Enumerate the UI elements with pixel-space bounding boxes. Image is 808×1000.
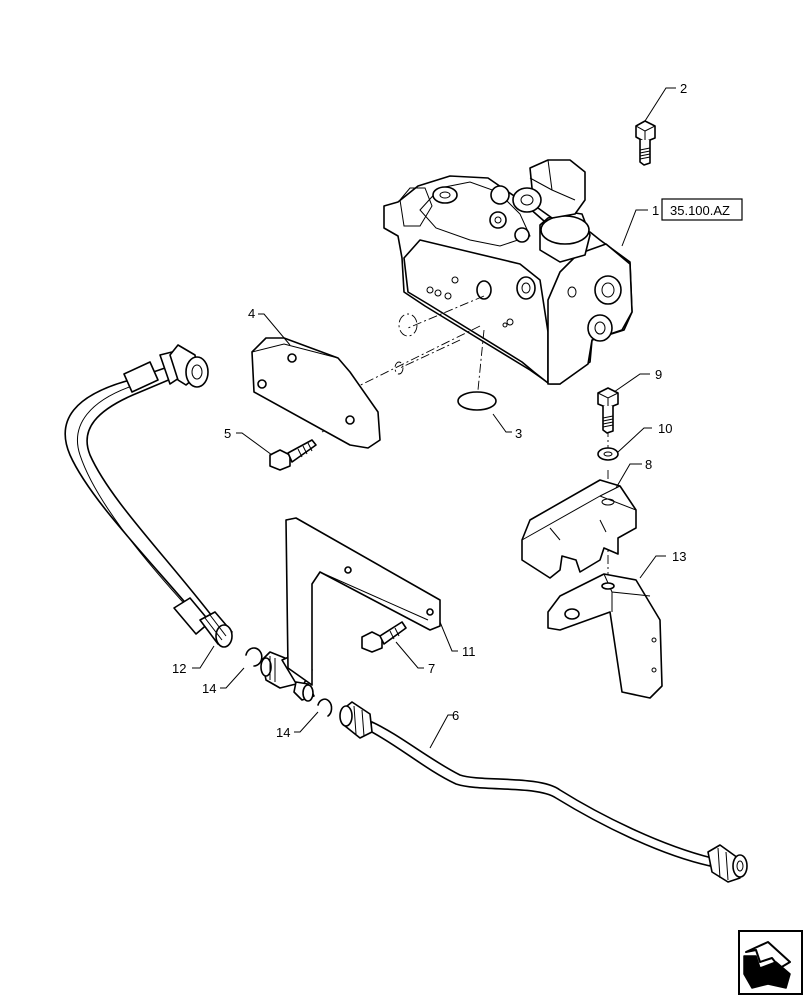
section-reference-label: 35.100.AZ bbox=[670, 203, 730, 218]
bracket-11 bbox=[285, 517, 441, 686]
callout-10: 10 bbox=[658, 421, 672, 436]
control-valve-section bbox=[383, 159, 633, 385]
bolt-2 bbox=[635, 120, 656, 166]
o-ring-ghost-small bbox=[394, 361, 404, 375]
callout-14-lower: 14 bbox=[276, 725, 290, 740]
bolt-7 bbox=[361, 621, 407, 653]
flexible-hose-12 bbox=[64, 344, 233, 648]
callout-5: 5 bbox=[224, 426, 231, 441]
callout-11: 11 bbox=[462, 644, 476, 659]
bolt-9 bbox=[597, 387, 619, 434]
callout-9: 9 bbox=[655, 367, 662, 382]
clamp-block-8 bbox=[521, 479, 637, 579]
bolt-5 bbox=[269, 439, 317, 471]
leader-lines bbox=[192, 87, 676, 749]
callout-3: 3 bbox=[515, 426, 522, 441]
callout-1: 1 bbox=[652, 203, 659, 218]
callout-4: 4 bbox=[248, 306, 255, 321]
callout-7: 7 bbox=[428, 661, 435, 676]
snap-ring-14-lower bbox=[317, 698, 333, 717]
previous-page-arrow-icon[interactable] bbox=[738, 930, 803, 995]
rigid-tube-6 bbox=[339, 701, 748, 883]
callout-labels: 2 1 3 4 5 6 7 8 9 10 11 12 13 14 14 bbox=[172, 81, 687, 740]
section-reference[interactable]: 35.100.AZ bbox=[661, 198, 743, 221]
callout-2: 2 bbox=[680, 81, 687, 96]
callout-8: 8 bbox=[645, 457, 652, 472]
support-bracket-13 bbox=[547, 573, 663, 699]
callout-13: 13 bbox=[672, 549, 686, 564]
o-ring-ghost bbox=[398, 313, 418, 337]
callout-6: 6 bbox=[452, 708, 459, 723]
callout-12: 12 bbox=[172, 661, 186, 676]
callout-14-upper: 14 bbox=[202, 681, 216, 696]
snap-ring-14-upper bbox=[245, 647, 263, 667]
washer-10 bbox=[597, 447, 619, 461]
cover-plate-4 bbox=[251, 337, 381, 449]
o-ring-3 bbox=[457, 391, 497, 411]
